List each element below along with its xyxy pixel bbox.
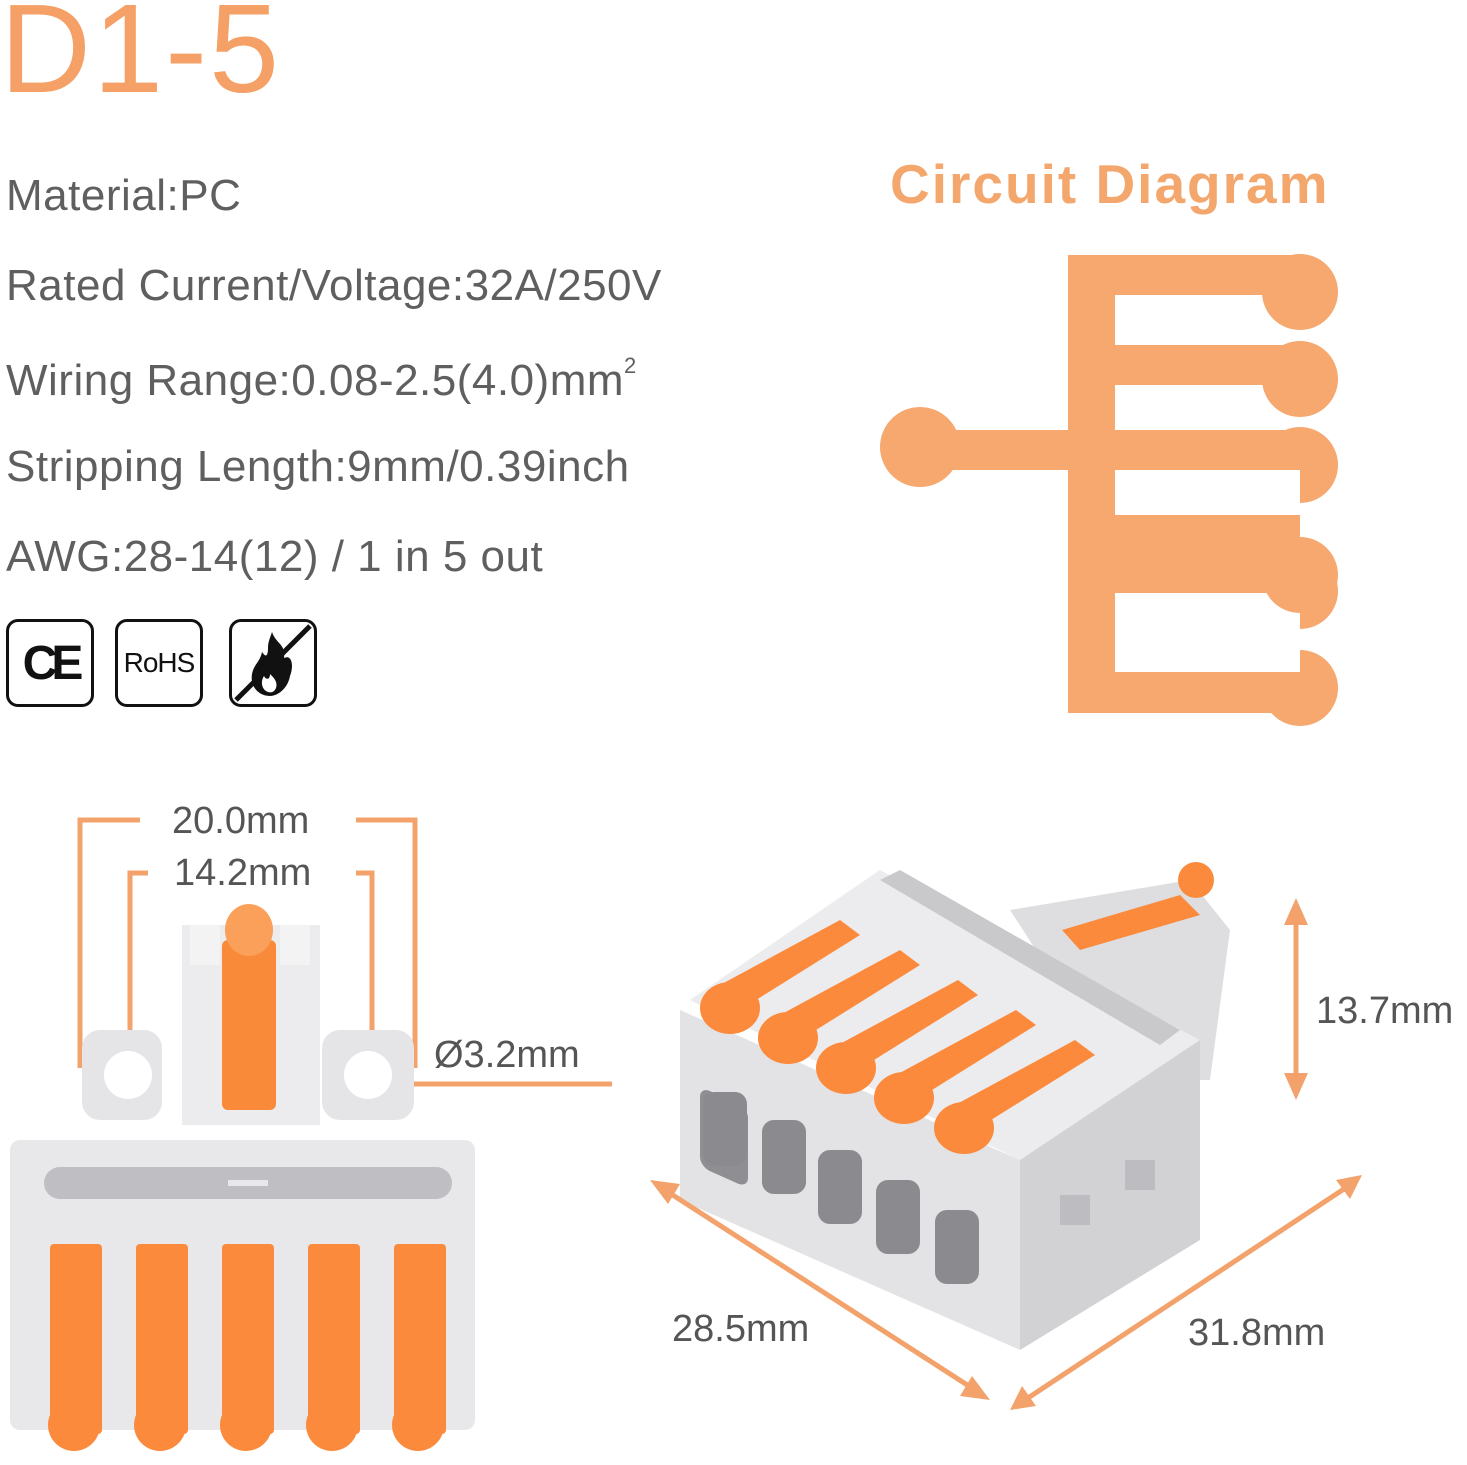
rohs-text: RoHS [123, 647, 196, 678]
circuit-diagram-title: Circuit Diagram [890, 153, 1330, 215]
superscript: 2 [624, 353, 637, 378]
spec-wiring-range-text: Wiring Range:0.08-2.5(4.0)mm [6, 356, 625, 405]
outer-width-label: 20.0mm [172, 800, 310, 842]
height-label: 13.7mm [1316, 990, 1454, 1032]
flame-slash-icon [234, 624, 312, 702]
hole-spacing-label: 14.2mm [174, 852, 312, 894]
model-title: D1-5 [0, 0, 282, 119]
ce-text: CE [22, 636, 84, 690]
spec-awg: AWG:28-14(12) / 1 in 5 out [6, 532, 544, 581]
hole-diameter-label: Ø3.2mm [434, 1034, 580, 1076]
spec-stripping-length: Stripping Length:9mm/0.39inch [6, 442, 630, 491]
width-label: 31.8mm [1188, 1312, 1326, 1354]
rohs-icon: RoHS [115, 619, 203, 707]
spec-wiring-range: Wiring Range:0.08-2.5(4.0)mm2 [6, 355, 637, 403]
no-fire-icon [229, 619, 317, 707]
spec-material: Material:PC [6, 171, 242, 220]
ce-mark-icon: CE [6, 619, 94, 707]
spec-rated-current-voltage: Rated Current/Voltage:32A/250V [6, 261, 662, 310]
depth-label: 28.5mm [672, 1308, 810, 1350]
